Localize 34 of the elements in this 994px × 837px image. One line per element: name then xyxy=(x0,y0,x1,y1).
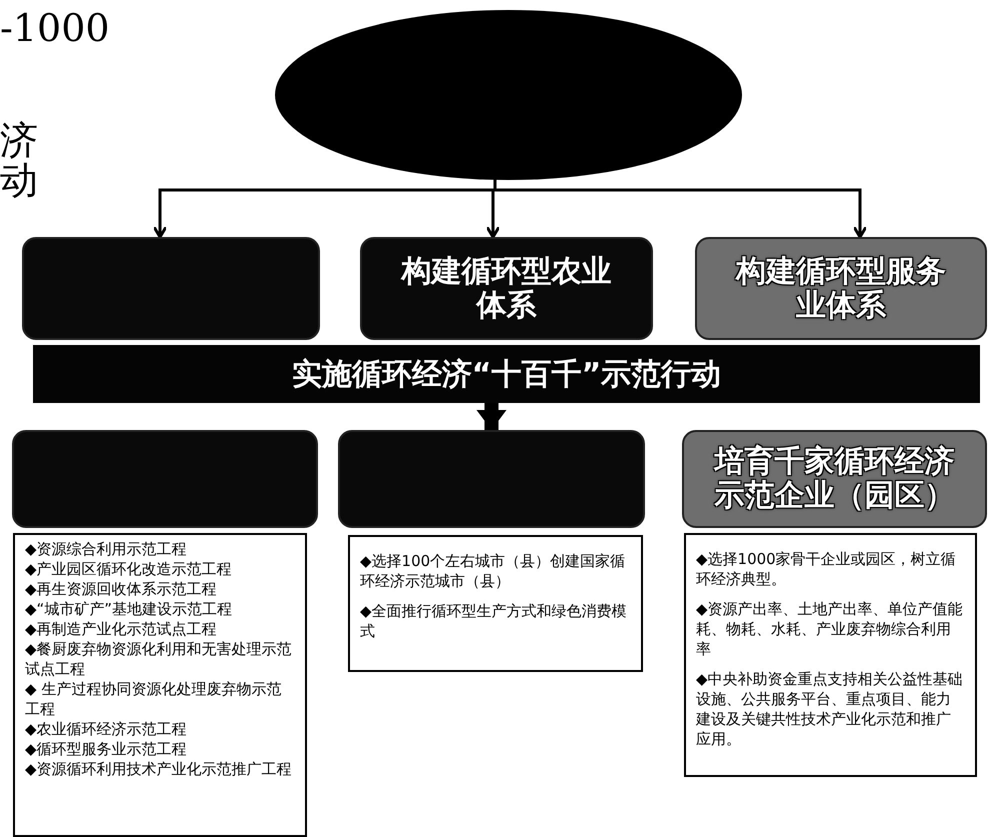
list-box xyxy=(348,535,643,672)
heading-box xyxy=(682,430,987,528)
title-fragment: -1000 xyxy=(0,8,110,48)
banner-band xyxy=(33,345,980,403)
bullet-text: ◆再生资源回收体系示范工程 xyxy=(25,579,218,599)
bullet-text: ◆全面推行循环型生产方式和绿色消费模式 xyxy=(360,601,628,641)
title-fragment: 济 xyxy=(0,120,38,160)
list-box xyxy=(684,533,977,777)
title-fragment: 动 xyxy=(0,160,38,200)
bullet-text: ◆产业园区循环化改造示范工程 xyxy=(25,559,233,579)
heading-box xyxy=(22,237,320,340)
bullet-text: ◆农业循环经济示范工程 xyxy=(25,719,188,739)
bullet-text: ◆循环型服务业示范工程 xyxy=(25,739,188,759)
arrow xyxy=(476,403,506,430)
bullet-text: ◆“城市矿产”基地建设示范工程 xyxy=(25,599,234,619)
bullet-text: ◆ 生产过程协同资源化处理废弃物示范工程 xyxy=(25,679,282,719)
heading-box xyxy=(12,430,318,528)
banner-title: 实施循环经济“十百千”示范行动 xyxy=(292,356,722,394)
bullet-text: ◆餐厨废弃物资源化利用和无害处理示范试点工程 xyxy=(25,639,293,679)
heading-text: 构建循环型服务业体系 xyxy=(734,254,947,322)
heading-text: 培育千家循环经济示范企业（园区） xyxy=(714,445,955,513)
bullet-text: ◆选择100个左右城市（县）创建国家循环经济示范城市（县） xyxy=(360,551,626,591)
bullet-text: ◆资源循环利用技术产业化示范推广工程 xyxy=(25,759,293,779)
heading-box xyxy=(360,237,653,340)
bullet-text: ◆资源产出率、土地产出率、单位产值能耗、物耗、水耗、产业废弃物综合利用率 xyxy=(696,599,964,659)
bullet-text: ◆再制造产业化示范试点工程 xyxy=(25,619,218,639)
bullet-text: ◆中央补助资金重点支持相关公益性基础设施、公共服务平台、重点项目、能力建设及关键共性技术产业化示范和推广应用。 xyxy=(696,669,964,749)
heading-box xyxy=(338,430,645,528)
arrow xyxy=(494,179,868,238)
bullet-text: ◆资源综合利用示范工程 xyxy=(25,539,188,559)
list-box xyxy=(13,533,307,837)
heading-box xyxy=(695,237,987,340)
bullet-text: ◆选择1000家骨干企业或园区，树立循环经济典型。 xyxy=(696,549,957,589)
heading-text: 构建循环型农业体系 xyxy=(400,254,612,322)
